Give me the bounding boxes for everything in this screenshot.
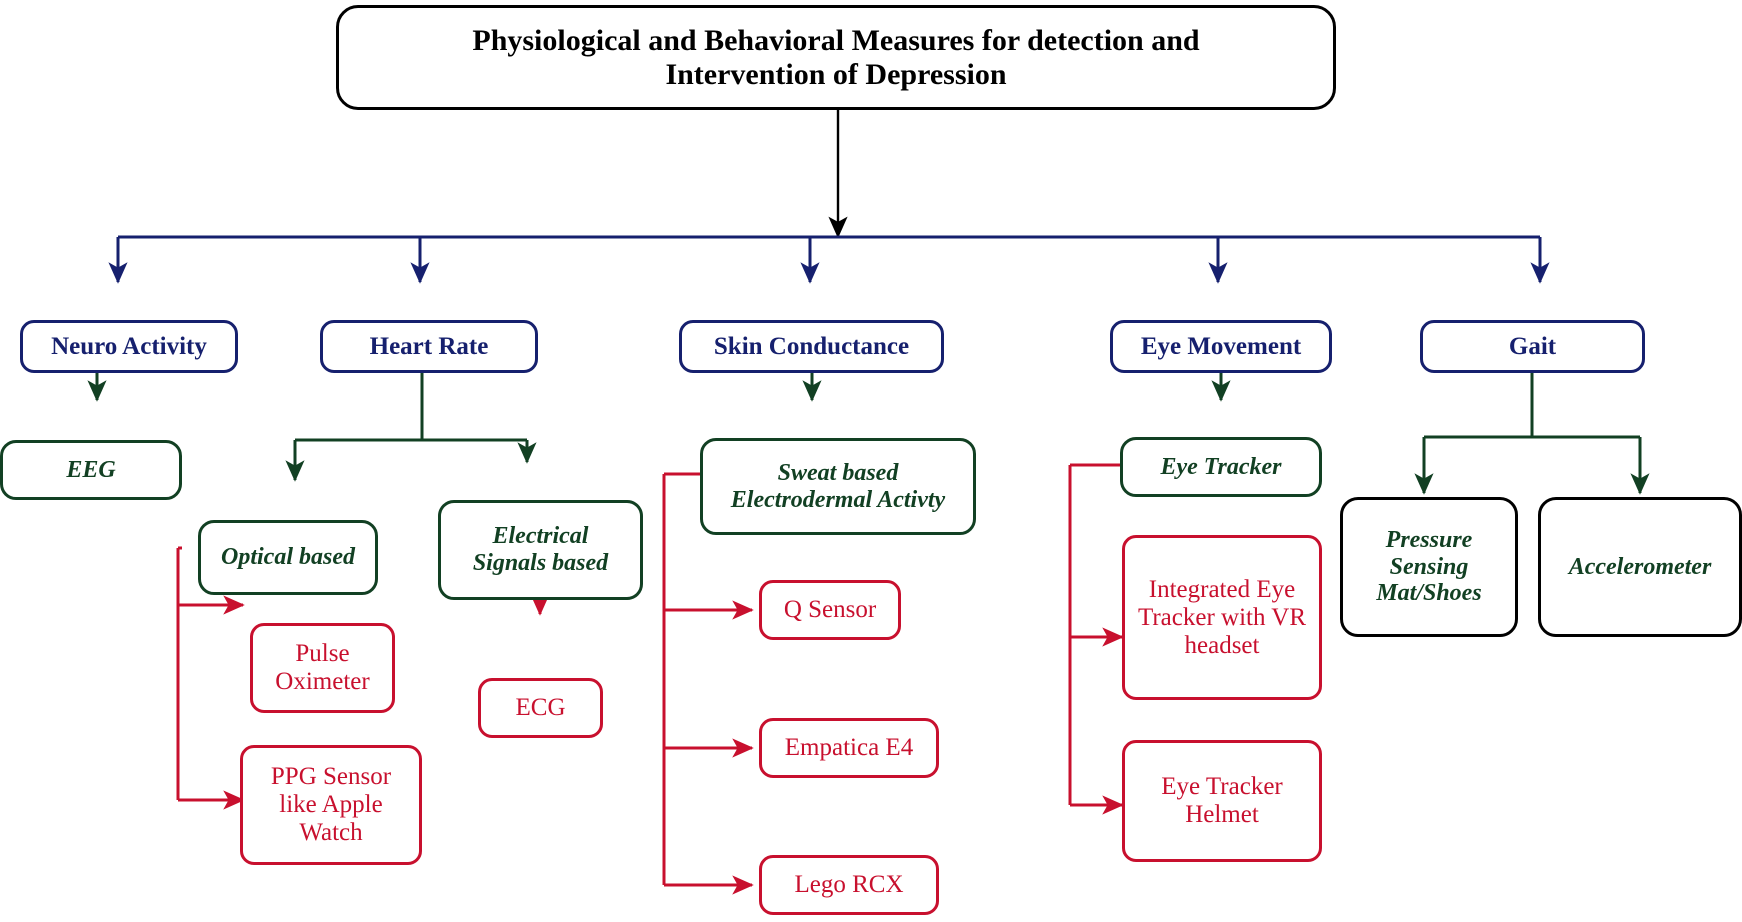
node-ecg-label: ECG xyxy=(515,694,566,721)
connector-optical-to-leaves xyxy=(176,546,245,810)
node-eye-tracker-helmet-line2: Helmet xyxy=(1185,801,1259,828)
node-ppg-sensor-line2: like Apple xyxy=(279,791,383,818)
node-optical-based[interactable]: Optical based xyxy=(198,520,378,595)
node-pressure-line3: Mat/Shoes xyxy=(1376,580,1482,607)
node-ecg[interactable]: ECG xyxy=(478,678,603,738)
node-accelerometer[interactable]: Accelerometer xyxy=(1538,497,1742,637)
node-electrical-signals-line1: Electrical xyxy=(492,523,589,550)
node-integrated-vr-line2: Tracker with VR xyxy=(1137,603,1307,631)
node-pressure-line1: Pressure xyxy=(1385,526,1473,553)
connector-eyetracker-to-leaves xyxy=(1068,463,1124,815)
node-gait-label: Gait xyxy=(1508,332,1557,360)
node-electrical-signals-line2: Signals based xyxy=(472,550,609,576)
node-skin-conductance-label: Skin Conductance xyxy=(713,332,910,360)
node-eye-movement-label: Eye Movement xyxy=(1140,332,1302,360)
node-ppg-sensor-line1: PPG Sensor xyxy=(270,763,392,790)
node-optical-based-label: Optical based xyxy=(221,544,355,571)
node-pressure-line2: Sensing xyxy=(1389,553,1469,580)
node-integrated-vr-line3: headset xyxy=(1184,631,1260,659)
node-pressure-sensing-mat[interactable]: Pressure Sensing Mat/Shoes xyxy=(1340,497,1518,637)
node-pulse-oximeter-line2: Oximeter xyxy=(275,668,370,695)
node-pulse-oximeter-line1: Pulse xyxy=(295,640,350,667)
node-empatica-e4[interactable]: Empatica E4 xyxy=(759,718,939,778)
node-eye-tracker[interactable]: Eye Tracker xyxy=(1120,437,1322,497)
node-electrical-signals-based[interactable]: Electrical Signals based xyxy=(438,500,643,600)
node-eye-tracker-helmet-line1: Eye Tracker xyxy=(1161,773,1283,800)
node-empatica-e4-label: Empatica E4 xyxy=(784,734,914,761)
node-eye-movement[interactable]: Eye Movement xyxy=(1110,320,1332,373)
node-ppg-sensor[interactable]: PPG Sensor like Apple Watch xyxy=(240,745,422,865)
node-neuro-activity-label: Neuro Activity xyxy=(51,332,207,360)
node-root-line2: Intervention of Depression xyxy=(665,57,1007,91)
node-eye-tracker-label: Eye Tracker xyxy=(1160,453,1282,480)
node-heart-rate-label: Heart Rate xyxy=(369,332,489,360)
node-ppg-sensor-line3: Watch xyxy=(299,819,363,846)
node-eeg[interactable]: EEG xyxy=(0,440,182,500)
connector-eda-to-leaves xyxy=(662,472,754,895)
node-root-line1: Physiological and Behavioral Measures fo… xyxy=(472,23,1200,57)
node-root[interactable]: Physiological and Behavioral Measures fo… xyxy=(336,5,1336,110)
node-neuro-activity[interactable]: Neuro Activity xyxy=(20,320,238,373)
node-skin-conductance[interactable]: Skin Conductance xyxy=(679,320,944,373)
node-integrated-vr-line1: Integrated Eye xyxy=(1148,575,1296,603)
node-integrated-eye-tracker-vr[interactable]: Integrated Eye Tracker with VR headset xyxy=(1122,535,1322,700)
node-lego-rcx[interactable]: Lego RCX xyxy=(759,855,939,915)
node-eeg-label: EEG xyxy=(66,456,116,483)
node-lego-rcx-label: Lego RCX xyxy=(794,871,904,898)
node-sweat-eda-line2: Electrodermal Activty xyxy=(730,486,946,513)
node-sweat-eda-line1: Sweat based xyxy=(777,459,899,486)
node-pulse-oximeter[interactable]: Pulse Oximeter xyxy=(250,623,395,713)
node-sweat-electrodermal[interactable]: Sweat based Electrodermal Activty xyxy=(700,438,976,535)
node-eye-tracker-helmet[interactable]: Eye Tracker Helmet xyxy=(1122,740,1322,862)
connector-bus-level1 xyxy=(108,235,1550,284)
node-q-sensor[interactable]: Q Sensor xyxy=(759,580,901,640)
node-heart-rate[interactable]: Heart Rate xyxy=(320,320,538,373)
node-q-sensor-label: Q Sensor xyxy=(783,596,877,623)
node-accelerometer-label: Accelerometer xyxy=(1568,553,1712,580)
connector-gait-split xyxy=(1414,345,1650,495)
node-gait[interactable]: Gait xyxy=(1420,320,1645,373)
